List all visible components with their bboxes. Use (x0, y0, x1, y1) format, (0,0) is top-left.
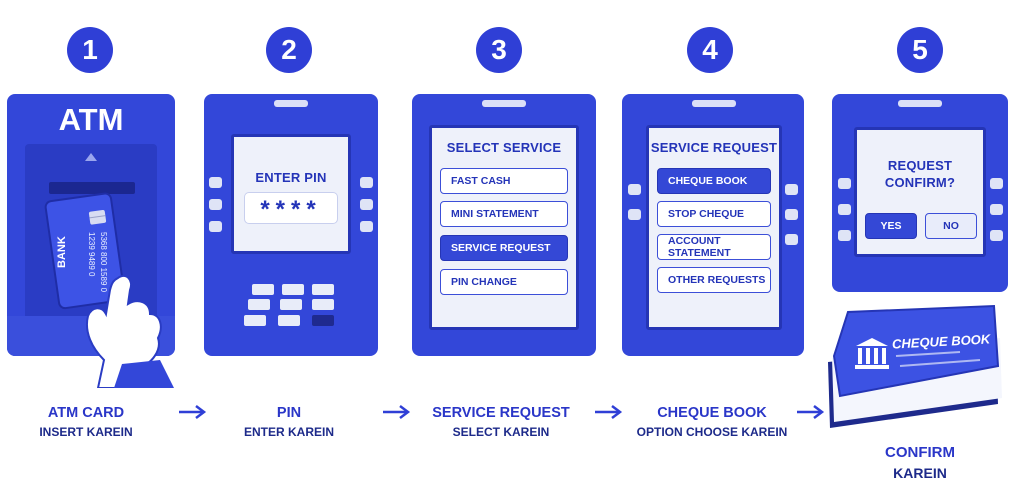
request-machine: SERVICE REQUEST CHEQUE BOOK STOP CHEQUE … (622, 94, 804, 356)
keypad-enter-key[interactable] (312, 315, 334, 326)
menu-option-other-requests[interactable]: OTHER REQUESTS (657, 267, 771, 293)
service-screen-title: SELECT SERVICE (446, 140, 562, 155)
side-key[interactable] (838, 204, 851, 215)
step-number-4: 4 (687, 27, 733, 73)
cheque-book-illustration (828, 304, 1002, 428)
keypad-key[interactable] (244, 315, 266, 326)
side-key[interactable] (628, 184, 641, 195)
keypad-key[interactable] (312, 284, 334, 295)
bank-building-icon (855, 338, 889, 369)
side-key[interactable] (990, 230, 1003, 241)
keypad-key[interactable] (248, 299, 270, 310)
menu-option-mini-statement[interactable]: MINI STATEMENT (440, 201, 568, 227)
step-5-caption-sub: KAREIN (893, 465, 947, 481)
keypad-key[interactable] (278, 315, 300, 326)
step-5-caption: CONFIRM KAREIN (850, 444, 990, 481)
step-4-caption-main: CHEQUE BOOK (657, 405, 767, 421)
step-1-caption-main: ATM CARD (47, 405, 125, 421)
card-brand-text: BANK (56, 236, 68, 268)
menu-option-account-statement[interactable]: ACCOUNT STATEMENT (657, 234, 771, 260)
side-key[interactable] (838, 230, 851, 241)
bank-card (44, 192, 126, 310)
menu-option-service-request[interactable]: SERVICE REQUEST (440, 235, 568, 261)
arrow-right-icon (179, 405, 207, 419)
request-screen-title: SERVICE REQUEST (650, 140, 778, 155)
step-3-caption: SERVICE REQUEST SELECT KAREIN (414, 405, 588, 439)
pin-input[interactable]: **** (245, 193, 337, 223)
confirm-title-line1: REQUEST (887, 158, 953, 173)
confirm-machine: REQUEST CONFIRM? YES NO (832, 94, 1008, 292)
masked-pin-value: **** (260, 196, 322, 223)
step-number-5: 5 (897, 27, 943, 73)
card-slot (49, 182, 135, 194)
step-2-caption: PIN ENTER KAREIN (214, 405, 364, 439)
menu-option-fast-cash[interactable]: FAST CASH (440, 168, 568, 194)
step-number-1: 1 (67, 27, 113, 73)
pin-machine: ENTER PIN **** (204, 94, 378, 356)
keypad-key[interactable] (280, 299, 302, 310)
side-key[interactable] (360, 221, 373, 232)
service-machine: SELECT SERVICE FAST CASH MINI STATEMENT … (412, 94, 596, 356)
step-number-2: 2 (266, 27, 312, 73)
machine-top-handle (274, 100, 308, 107)
keypad-key[interactable] (312, 299, 334, 310)
machine-top-handle (482, 100, 526, 107)
step-5-caption-main: CONFIRM (885, 444, 955, 461)
side-key[interactable] (628, 209, 641, 220)
step-4-caption: CHEQUE BOOK OPTION CHOOSE KAREIN (622, 405, 802, 439)
arrow-right-icon (797, 405, 825, 419)
arrow-right-icon (595, 405, 623, 419)
hand-icon (86, 274, 174, 388)
service-screen: SELECT SERVICE FAST CASH MINI STATEMENT … (429, 125, 579, 330)
machine-top-handle (692, 100, 736, 107)
atm-sign: ATM (58, 102, 124, 137)
side-key[interactable] (360, 177, 373, 188)
step-3-caption-main: SERVICE REQUEST (432, 405, 570, 421)
menu-option-cheque-book[interactable]: CHEQUE BOOK (657, 168, 771, 194)
step-4-caption-sub: OPTION CHOOSE KAREIN (636, 425, 788, 439)
side-key[interactable] (360, 199, 373, 210)
side-key[interactable] (838, 178, 851, 189)
arrow-right-icon (383, 405, 411, 419)
step-2-caption-sub: ENTER KAREIN (243, 425, 334, 439)
side-key[interactable] (990, 204, 1003, 215)
side-key[interactable] (209, 199, 222, 210)
keypad-key[interactable] (252, 284, 274, 295)
confirm-title-line2: CONFIRM? (884, 175, 956, 190)
side-key[interactable] (990, 178, 1003, 189)
machine-top-handle (898, 100, 942, 107)
card-slot-arrow-icon (85, 153, 97, 161)
step-1-caption: ATM CARD INSERT KAREIN (15, 405, 157, 439)
request-screen: SERVICE REQUEST CHEQUE BOOK STOP CHEQUE … (646, 125, 782, 330)
side-key[interactable] (209, 177, 222, 188)
menu-option-stop-cheque[interactable]: STOP CHEQUE (657, 201, 771, 227)
menu-option-pin-change[interactable]: PIN CHANGE (440, 269, 568, 295)
step-2-caption-main: PIN (276, 405, 302, 421)
no-button[interactable]: NO (925, 213, 977, 239)
step-1-caption-sub: INSERT KAREIN (39, 425, 133, 439)
side-key[interactable] (785, 184, 798, 195)
step-3-caption-sub: SELECT KAREIN (452, 425, 550, 439)
side-key[interactable] (209, 221, 222, 232)
keypad-key[interactable] (282, 284, 304, 295)
side-key[interactable] (785, 209, 798, 220)
step-number-3: 3 (476, 27, 522, 73)
confirm-screen: REQUEST CONFIRM? YES NO (854, 127, 986, 257)
side-key[interactable] (785, 234, 798, 245)
pin-screen: ENTER PIN **** (231, 134, 351, 254)
pin-screen-title: ENTER PIN (255, 170, 327, 185)
yes-button[interactable]: YES (865, 213, 917, 239)
